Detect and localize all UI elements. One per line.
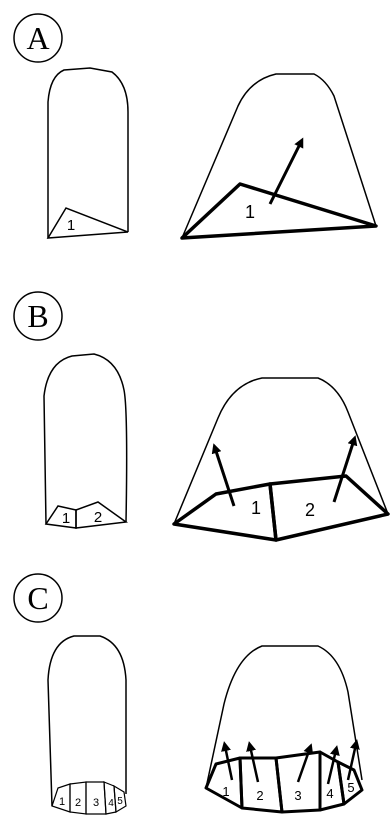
panel-b-right-label-2: 2 xyxy=(305,500,315,520)
panel-b-letter: B xyxy=(27,298,48,334)
panel-c-left-label-4: 4 xyxy=(108,798,114,809)
panel-c-left-label-5: 5 xyxy=(117,796,123,807)
panel-a-right-outline xyxy=(182,74,376,238)
panel-b-arrow-1 xyxy=(215,448,234,506)
panel-c-right-label-5: 5 xyxy=(347,780,354,795)
panel-b-left-label-1: 1 xyxy=(62,510,70,527)
panel-a-arrow-1 xyxy=(270,142,301,204)
panel-c-left-outline xyxy=(48,636,126,806)
panel-c-right-label-4: 4 xyxy=(326,786,333,801)
panel-c: C 1 2 3 4 5 1 2 3 4 5 xyxy=(14,574,362,814)
panel-b: B 1 2 1 2 xyxy=(14,292,388,540)
panel-c-left-label-3: 3 xyxy=(93,797,99,809)
panel-c-right-label-3: 3 xyxy=(294,788,301,803)
panel-c-right-label-1: 1 xyxy=(222,784,229,799)
panel-c-left-label-1: 1 xyxy=(59,796,65,808)
panel-a-right-segment-1 xyxy=(182,184,376,238)
panel-c-arrow-2 xyxy=(250,746,258,782)
panel-b-left-outline xyxy=(44,354,127,524)
panel-b-right-segment-2 xyxy=(270,476,388,540)
panel-b-left-label-2: 2 xyxy=(94,509,102,526)
panel-a-left-label-1: 1 xyxy=(67,217,75,234)
panel-b-right-label-1: 1 xyxy=(251,498,261,518)
panel-a-left-outline xyxy=(48,68,128,238)
panel-b-arrow-2 xyxy=(334,440,354,502)
panel-a: A 1 1 xyxy=(14,14,376,238)
panel-a-letter: A xyxy=(26,20,49,56)
panel-a-left-segment-1 xyxy=(48,208,128,238)
panel-c-right-label-2: 2 xyxy=(256,788,263,803)
panel-c-arrow-4 xyxy=(328,750,336,784)
panel-c-letter: C xyxy=(27,580,48,616)
panel-c-left-label-2: 2 xyxy=(75,797,81,809)
panel-a-right-label-1: 1 xyxy=(245,202,255,222)
